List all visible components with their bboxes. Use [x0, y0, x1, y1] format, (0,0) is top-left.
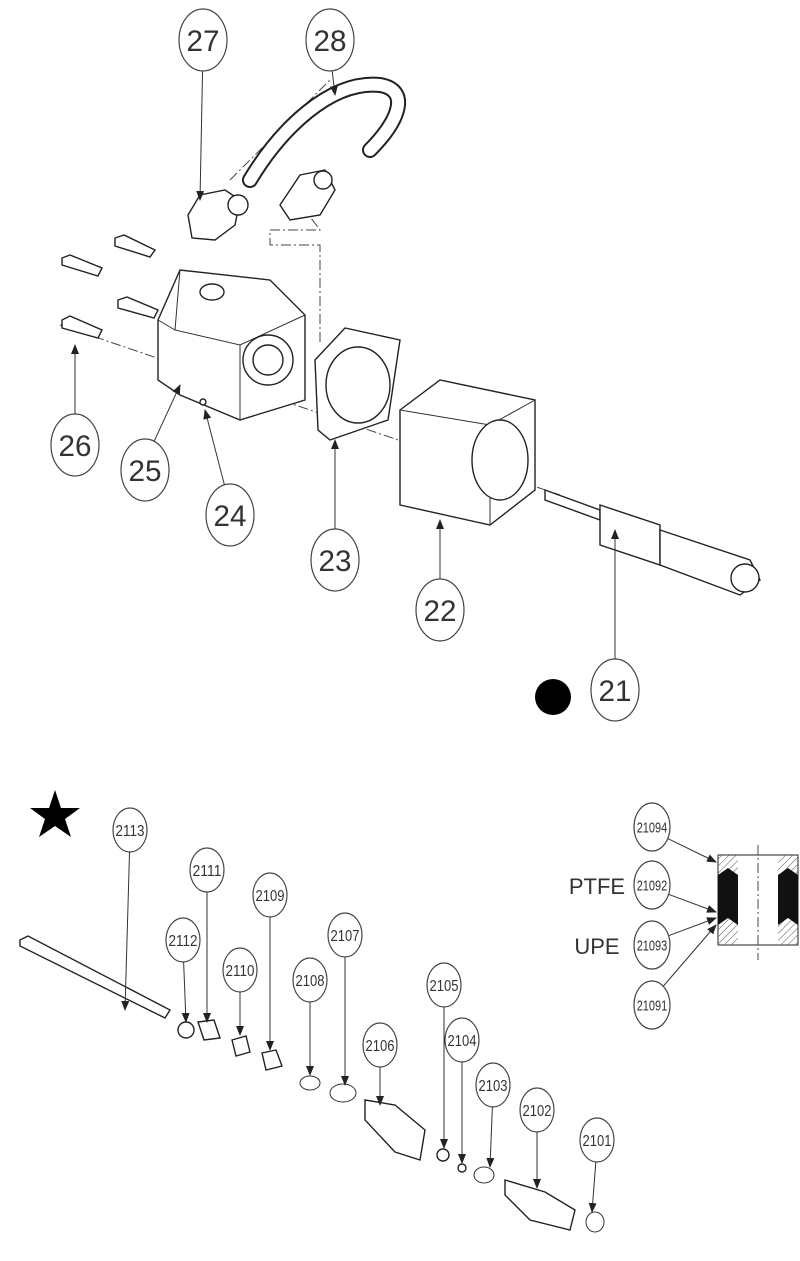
callout-number: 2110: [226, 963, 255, 980]
callout-number: 2101: [583, 1133, 612, 1150]
callout-number: 25: [129, 455, 162, 488]
callout-2104: 2104: [444, 1017, 480, 1164]
callout-2106: 2106: [362, 1022, 398, 1106]
leader-arrow: [667, 838, 717, 863]
callout-bubble: [120, 438, 170, 502]
upper-assembly-drawing: [59, 76, 761, 596]
callout-number: 21: [599, 675, 632, 708]
callout-2107: 2107: [327, 912, 363, 1086]
callout-number: 21091: [637, 997, 668, 1014]
callout-23: 23: [310, 439, 360, 592]
callout-number: 2103: [479, 1078, 508, 1095]
callout-bubble: [189, 847, 225, 893]
callout-25: 25: [120, 384, 181, 502]
leader-arrow: [181, 961, 190, 1023]
callout-bubble: [579, 1117, 615, 1163]
callout-number: 23: [319, 545, 352, 578]
callout-number: 26: [59, 430, 92, 463]
callout-bubble: [633, 860, 671, 910]
callout-bubble: [310, 528, 360, 592]
callout-number: 2111: [193, 863, 222, 880]
callout-bubble: [633, 980, 671, 1030]
callout-bubble: [327, 912, 363, 958]
callout-21092: 21092: [633, 860, 717, 913]
callout-bubble: [415, 578, 465, 642]
callout-2101: 2101: [579, 1117, 615, 1213]
kit-star-marker: [30, 790, 80, 837]
callout-bubble: [222, 947, 258, 993]
callout-2109: 2109: [252, 872, 288, 1051]
callout-2113: 2113: [112, 807, 148, 1011]
callout-number: 22: [424, 595, 457, 628]
leader-arrow: [196, 70, 205, 201]
callout-number: 21093: [637, 937, 668, 954]
callout-27: 27: [178, 8, 228, 201]
callout-bubble: [633, 920, 671, 970]
callout-bubble: [426, 962, 462, 1008]
callout-number: 2106: [366, 1038, 395, 1055]
callout-21: 21: [590, 529, 640, 722]
callout-bubble: [165, 917, 201, 963]
callout-2111: 2111: [189, 847, 225, 1023]
callout-number: 2113: [116, 823, 145, 840]
callout-2103: 2103: [475, 1062, 511, 1168]
leader-arrow: [588, 1161, 597, 1213]
callout-number: 2105: [430, 978, 459, 995]
lower-assembly-drawing: [19, 845, 799, 1233]
callout-number: 2104: [448, 1033, 477, 1050]
callout-26: 26: [50, 344, 100, 477]
leader-arrow: [121, 851, 131, 1011]
leader-arrow: [203, 409, 225, 485]
callout-bubble: [205, 483, 255, 547]
callout-number: 27: [187, 25, 220, 58]
callout-number: 28: [314, 25, 347, 58]
callout-bubble: [444, 1017, 480, 1063]
callout-bubble: [633, 802, 671, 852]
callout-21093: 21093: [633, 917, 717, 970]
callout-22: 22: [415, 519, 465, 642]
callout-bubble: [305, 8, 355, 72]
leader-arrow: [486, 1106, 495, 1168]
leader-arrow: [329, 70, 338, 96]
callout-bubble: [292, 957, 328, 1003]
leader-arrow: [153, 384, 181, 442]
callout-number: 21094: [637, 819, 668, 836]
callout-bubble: [112, 807, 148, 853]
callout-number: 2112: [169, 933, 198, 950]
callout-21094: 21094: [633, 802, 717, 863]
leader-arrow: [668, 893, 717, 913]
callout-number: 2109: [256, 888, 285, 905]
callout-number: 21092: [637, 877, 668, 894]
leader-arrow: [662, 924, 717, 987]
callout-number: 2108: [296, 973, 325, 990]
callout-bubble: [362, 1022, 398, 1068]
callout-number: 2107: [331, 928, 360, 945]
callout-2108: 2108: [292, 957, 328, 1076]
callout-2112: 2112: [165, 917, 201, 1023]
callout-number: 2102: [523, 1103, 552, 1120]
callout-2105: 2105: [426, 962, 462, 1149]
callout-bubble: [178, 8, 228, 72]
callout-bubble: [519, 1087, 555, 1133]
callout-number: 24: [214, 500, 247, 533]
callout-bubble: [50, 413, 100, 477]
callout-2110: 2110: [222, 947, 258, 1036]
upe-label: UPE: [574, 934, 619, 959]
callout-2102: 2102: [519, 1087, 555, 1189]
callout-bubble: [590, 658, 640, 722]
callout-21091: 21091: [633, 924, 717, 1030]
kit-dot-marker: [535, 679, 571, 715]
leader-arrow: [668, 917, 717, 937]
callout-bubble: [252, 872, 288, 918]
callout-28: 28: [305, 8, 355, 96]
ptfe-label: PTFE: [569, 874, 625, 899]
callout-24: 24: [203, 409, 255, 547]
callout-bubble: [475, 1062, 511, 1108]
